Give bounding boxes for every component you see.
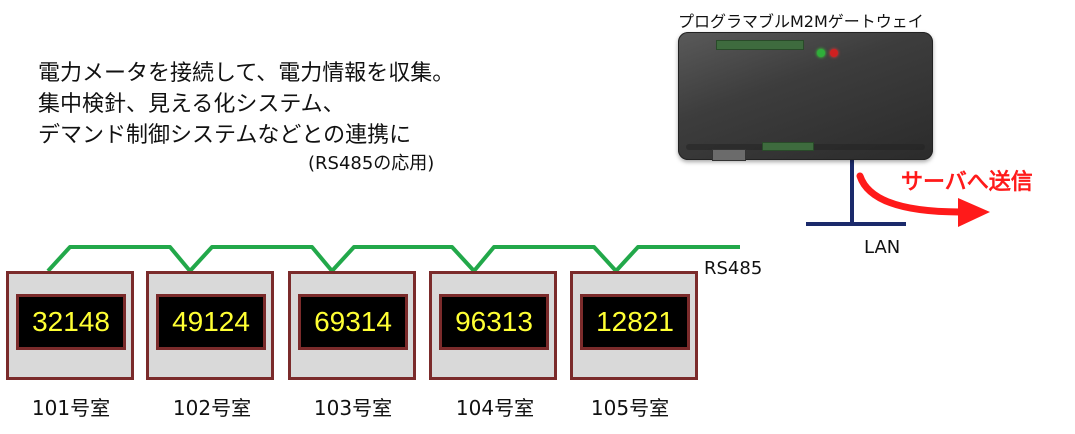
serial-port: [712, 149, 746, 161]
description-block: 電力メータを接続して、電力情報を収集。 集中検針、見える化システム、 デマンド制…: [38, 58, 455, 174]
description-note: (RS485の応用): [308, 153, 435, 174]
lan-label: LAN: [864, 237, 901, 258]
meter-display: 12821: [580, 294, 690, 350]
power-meter: 49124: [146, 271, 274, 380]
room-label: 102号室: [172, 396, 252, 420]
rs485-label: RS485: [704, 258, 763, 279]
description-line-2: 集中検針、見える化システム、: [38, 92, 345, 117]
send-arrow-head: [958, 198, 990, 227]
gateway-device: [678, 32, 933, 161]
power-meter: 32148: [6, 271, 134, 380]
meter-display: 32148: [16, 294, 126, 350]
meter-display: 49124: [156, 294, 266, 350]
description-line-1: 電力メータを接続して、電力情報を収集。: [38, 61, 455, 86]
meter-display: 96313: [439, 294, 549, 350]
description-line-3: デマンド制御システムなどとの連携に: [38, 123, 412, 148]
room-label: 101号室: [31, 396, 111, 420]
room-label: 105号室: [590, 396, 670, 420]
meter-display: 69314: [298, 294, 408, 350]
server-send-label: サーバへ送信: [901, 170, 1033, 195]
room-label: 104号室: [455, 396, 535, 420]
power-meter: 12821: [570, 271, 698, 380]
status-led-green: [817, 49, 825, 57]
power-meter: 69314: [288, 271, 416, 380]
rs485-bus-line: [46, 245, 740, 273]
gateway-title: プログラマブルM2Mゲートウェイ: [678, 12, 924, 31]
terminal-block-top: [716, 40, 804, 50]
power-meter: 96313: [429, 271, 557, 380]
room-label: 103号室: [313, 396, 393, 420]
terminal-block-bottom: [762, 142, 814, 151]
status-led-red: [830, 49, 838, 57]
